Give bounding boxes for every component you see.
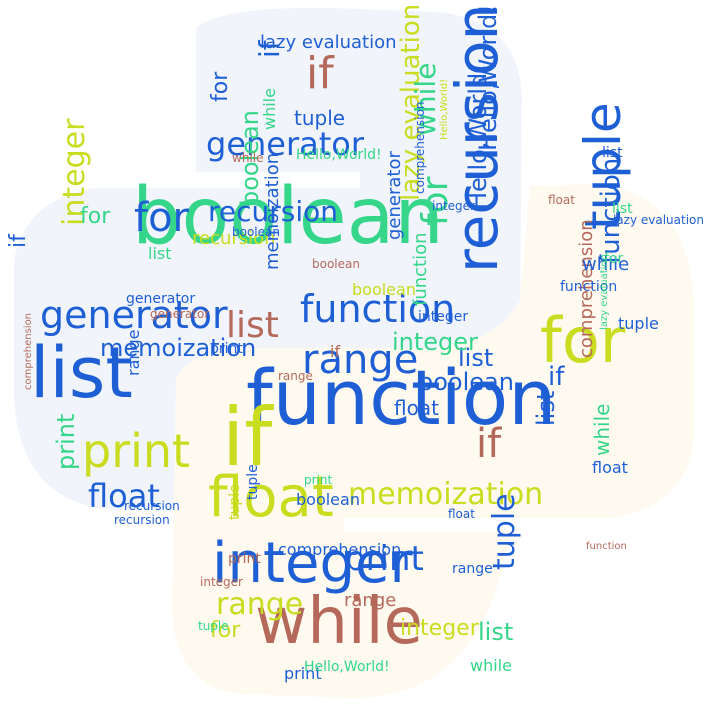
cloud-word: range — [452, 561, 493, 577]
cloud-word: comprehension — [278, 540, 402, 559]
cloud-word: Hello,World! — [464, 63, 492, 210]
cloud-word: list — [226, 305, 279, 346]
cloud-word: list — [30, 332, 133, 414]
cloud-word: memoization — [262, 152, 283, 270]
cloud-word: print — [82, 424, 191, 478]
cloud-word: boolean — [296, 490, 360, 509]
cloud-word: print — [284, 664, 322, 683]
cloud-word: generator — [206, 125, 365, 163]
cloud-word: recursion — [124, 499, 180, 513]
cloud-word: comprehension — [23, 312, 34, 390]
cloud-word: range — [302, 337, 419, 383]
cloud-word: boolean — [312, 257, 360, 271]
cloud-word: integer — [418, 309, 469, 325]
cloud-word: integer — [400, 616, 479, 641]
cloud-word: tuple — [487, 493, 522, 570]
cloud-word: recursion — [208, 195, 339, 228]
cloud-word: integer — [200, 575, 243, 589]
cloud-word: generator — [150, 307, 210, 321]
cloud-word: Hello,World! — [439, 78, 450, 140]
cloud-word: function — [246, 353, 557, 442]
cloud-word: memoization — [100, 334, 257, 362]
cloud-word: list — [612, 201, 633, 217]
cloud-word: tuple — [294, 106, 346, 130]
cloud-word: float — [88, 477, 160, 515]
cloud-word: tuple — [227, 484, 243, 520]
cloud-word: if — [6, 234, 31, 248]
cloud-word: recursion — [114, 513, 170, 527]
cloud-word: Hello,World! — [304, 659, 390, 675]
cloud-word: tuple — [198, 619, 229, 633]
cloud-word: float — [394, 396, 439, 420]
cloud-word: print — [304, 473, 333, 487]
cloud-word: boolean — [352, 280, 416, 299]
cloud-word: integer — [212, 531, 413, 596]
cloud-word: while — [470, 656, 512, 675]
cloud-word: list — [602, 145, 623, 161]
cloud-word: Hello,World! — [296, 147, 382, 163]
bottom-snake-shape — [172, 184, 694, 699]
cloud-word: function — [586, 541, 627, 552]
cloud-word: function — [300, 287, 456, 331]
cloud-word: list — [478, 618, 514, 646]
cloud-word: for — [604, 251, 624, 267]
cloud-word: while — [255, 585, 423, 659]
cloud-word: if — [330, 342, 341, 361]
cloud-word: range — [216, 587, 304, 622]
cloud-word: for — [80, 204, 111, 229]
cloud-word: list — [532, 390, 560, 426]
cloud-word: comprehension — [413, 101, 427, 194]
cloud-word: if — [548, 362, 565, 392]
cloud-word: while — [260, 88, 279, 130]
cloud-word: while — [232, 151, 264, 165]
cloud-word: integer — [392, 328, 478, 356]
cloud-word: for — [210, 618, 241, 643]
cloud-word: function — [410, 232, 431, 306]
cloud-word: float — [448, 507, 475, 521]
cloud-word: generator — [384, 151, 405, 240]
cloud-word: lazy evaluation — [260, 32, 397, 53]
cloud-word: list — [148, 244, 172, 263]
cloud-word: for — [540, 304, 626, 377]
cloud-word: boolean — [232, 225, 280, 239]
cloud-word: if — [476, 421, 502, 467]
cloud-word: print — [52, 413, 80, 470]
cloud-word: if — [222, 391, 273, 484]
cloud-word: for — [208, 71, 233, 102]
cloud-word: print — [210, 341, 243, 357]
cloud-word: print — [344, 539, 424, 579]
cloud-word: generator — [126, 291, 196, 307]
cloud-word: while — [590, 403, 614, 456]
cloud-word: if — [306, 48, 334, 99]
top-snake-shape — [14, 7, 522, 510]
cloud-word: lazy evaluation — [612, 213, 704, 227]
cloud-word: float — [208, 465, 334, 530]
cloud-word: generator — [40, 293, 228, 337]
cloud-word: boolean — [132, 172, 444, 262]
cloud-word: float — [592, 458, 628, 477]
cloud-word: recursion — [192, 228, 276, 249]
cloud-word: range — [278, 369, 313, 383]
cloud-word: list — [458, 344, 494, 372]
cloud-word: function — [560, 279, 618, 295]
cloud-word: while — [582, 254, 630, 275]
cloud-word: float — [548, 193, 575, 207]
cloud-word: print — [228, 551, 261, 567]
cloud-word: tuple — [245, 464, 261, 500]
cloud-word: range — [344, 590, 397, 611]
cloud-word: integer — [432, 199, 475, 213]
cloud-word: tuple — [618, 314, 659, 333]
cloud-word: range — [124, 329, 143, 376]
cloud-word: memoization — [348, 477, 544, 512]
cloud-word: for — [134, 195, 189, 241]
cloud-word: boolean — [418, 368, 514, 396]
